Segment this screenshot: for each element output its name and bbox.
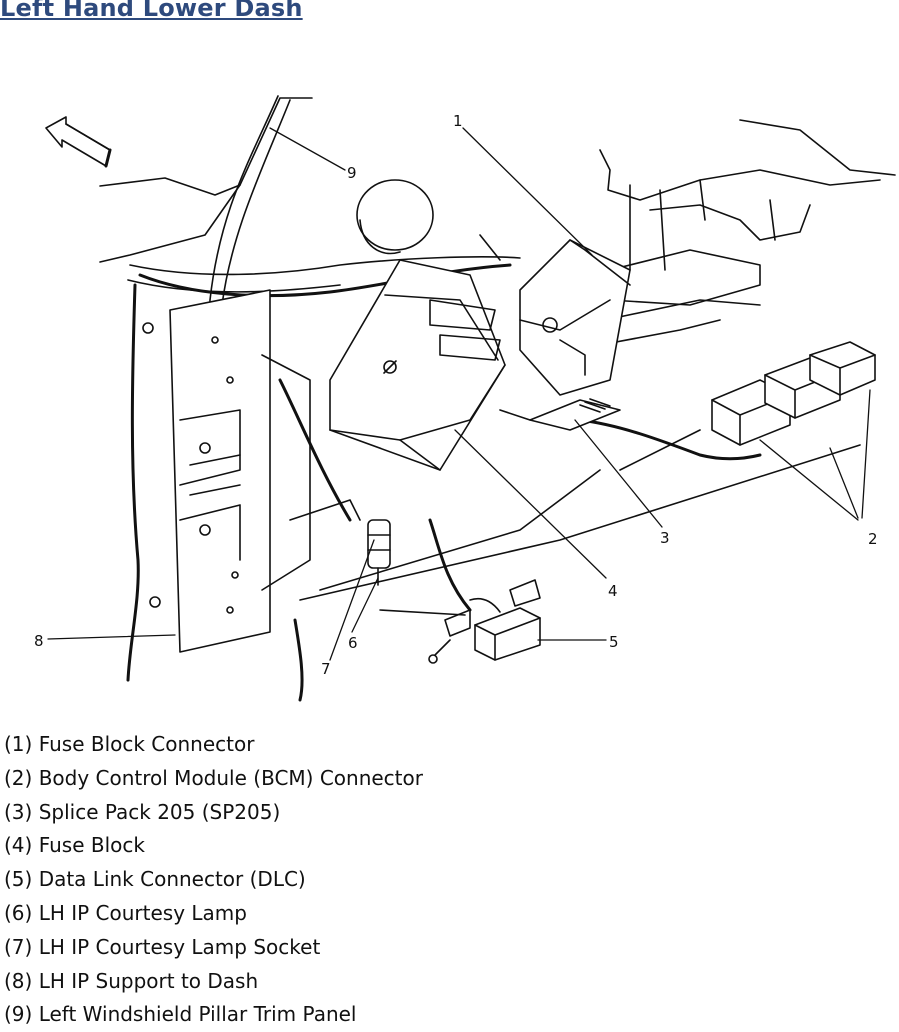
page-title: Left Hand Lower Dash [0,0,303,22]
legend-item: (4) Fuse Block [4,833,145,858]
legend-item: (3) Splice Pack 205 (SP205) [4,799,281,824]
splice-pack [499,398,621,431]
callout-1: 1 [453,112,463,130]
legend-item: (1) Fuse Block Connector [4,732,255,756]
dash-lower-edge [299,429,861,601]
steering-column-opening [356,179,434,255]
callout-8: 8 [34,632,44,650]
leader-line-8 [47,634,176,640]
bcm-connectors [711,341,876,446]
leader-line-9 [269,127,346,171]
data-link-connector [379,579,541,664]
callout-2: 2 [868,530,878,548]
fuse-block [329,259,506,471]
lower-dash-diagram: 1 2 3 4 5 6 7 8 9 [0,40,899,730]
callout-3: 3 [660,529,670,547]
leader-line-2c [759,439,859,521]
callout-4: 4 [608,582,618,600]
leader-line-2b [861,389,871,519]
legend-item: (2) Body Control Module (BCM) Connector [4,765,423,790]
callout-5: 5 [609,633,619,651]
leader-line-4 [454,429,607,579]
callout-9: 9 [347,164,357,182]
leader-lines [47,127,871,661]
fuse-block-connector [519,239,631,396]
legend-item: (6) LH IP Courtesy Lamp [4,900,247,925]
leader-line-6 [351,577,379,633]
legend-item: (7) LH IP Courtesy Lamp Socket [4,934,321,959]
leader-line-2a [829,447,859,519]
courtesy-lamp [367,519,391,586]
legend-item: (8) LH IP Support to Dash [4,968,259,993]
front-direction-arrow [45,116,112,168]
leader-line-7 [329,539,375,661]
ip-support-bracket [142,289,361,653]
callout-7: 7 [321,660,331,678]
callout-6: 6 [348,634,358,652]
legend-item: (5) Data Link Connector (DLC) [4,867,306,892]
dash-upper-structure [127,119,896,346]
leader-line-3 [574,419,663,528]
legend-list: (1) Fuse Block Connector (2) Body Contro… [4,728,423,1032]
leader-line-1 [462,127,593,256]
legend-item: (9) Left Windshield Pillar Trim Panel [4,1002,357,1027]
